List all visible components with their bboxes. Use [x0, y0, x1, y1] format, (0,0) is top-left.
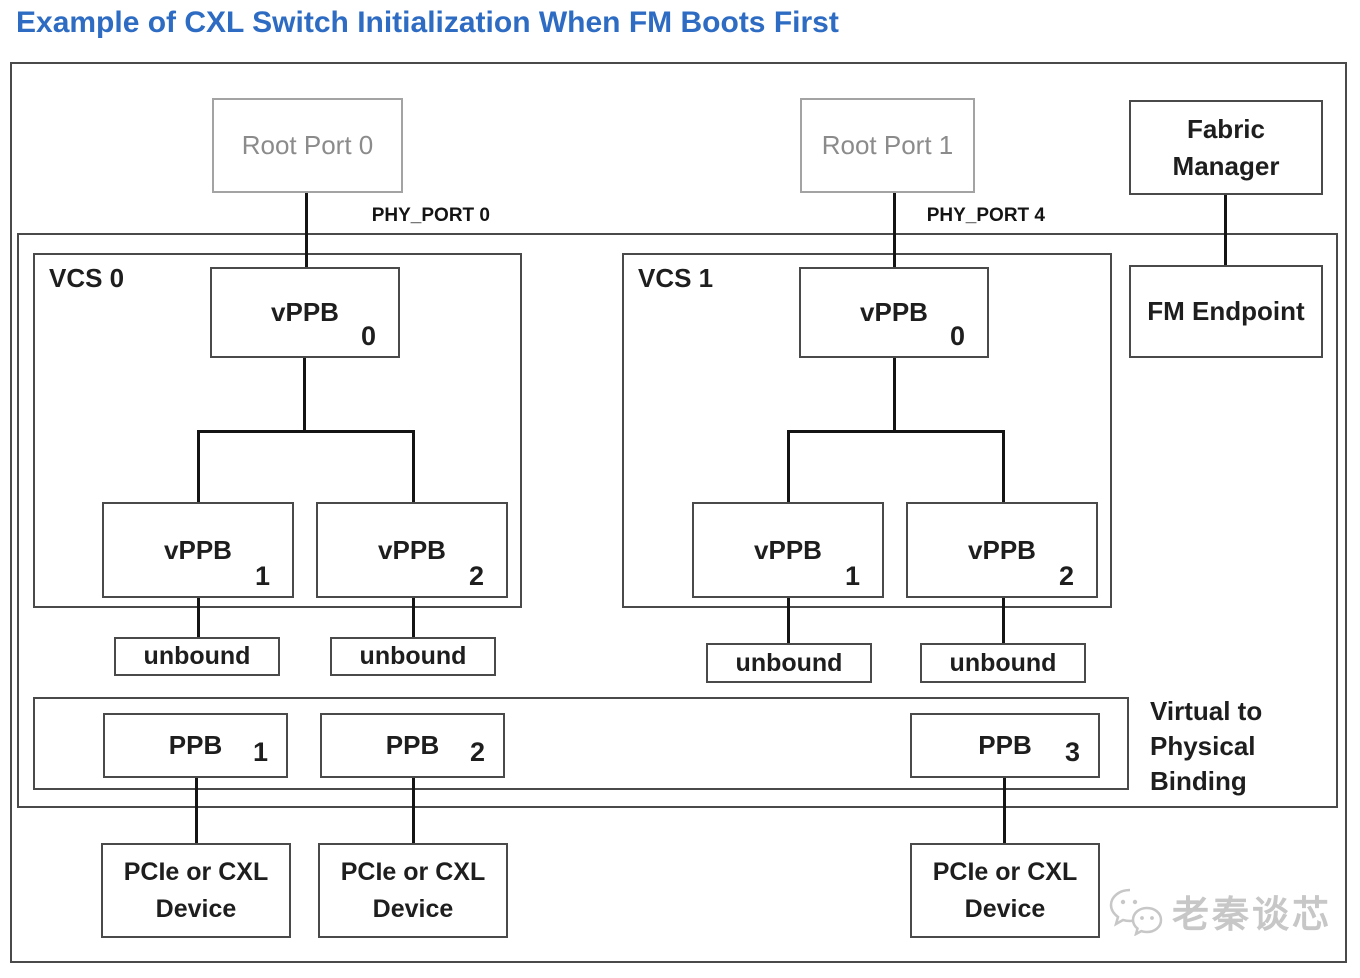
ppb1-box: PPB 1 [103, 713, 288, 778]
device1-box: PCIe or CXL Device [101, 843, 291, 938]
binding-box [33, 697, 1129, 790]
connector-vcs0-split [197, 430, 415, 433]
connector-vcs1-usp-down [893, 358, 896, 432]
connector-vcs1-split [787, 430, 1005, 433]
binding-label: Virtual to Physical Binding [1150, 694, 1262, 799]
connector-rp1-vppb0 [893, 193, 896, 269]
connector-ppb2-device [412, 778, 415, 845]
connector-ppb1-device [195, 778, 198, 845]
connector-vcs0-right-down [412, 430, 415, 504]
ppb2-box: PPB 2 [320, 713, 505, 778]
connector-rp0-vppb0 [305, 193, 308, 269]
wechat-chat-bubbles-icon [1109, 888, 1163, 936]
vppb-number: 2 [468, 561, 484, 591]
vcs1-box: VCS 1 [622, 253, 1112, 608]
vcs0-downstream-vppb1-box: vPPB 1 [102, 502, 294, 598]
fm-endpoint-box: FM Endpoint [1129, 265, 1323, 358]
connector-vppb1-unbound [197, 598, 200, 639]
watermark: 老秦谈芯 [1108, 884, 1332, 938]
ppb-name: PPB [168, 730, 223, 760]
vppb-name: vPPB [754, 534, 822, 565]
connector-vcs0-usp-down [303, 358, 306, 432]
fm-endpoint-label: FM Endpoint [1147, 296, 1305, 326]
vcs1-downstream-vppb1-box: vPPB 1 [692, 502, 884, 598]
device-line2: Device [155, 894, 237, 923]
connector-vcs0-left-down [197, 430, 200, 504]
vppb-name: vPPB [968, 534, 1036, 565]
ppb-name: PPB [978, 730, 1032, 760]
vppb-name: vPPB [860, 297, 928, 327]
unbound-label: unbound [735, 648, 843, 677]
ppb-number: 2 [469, 737, 485, 767]
connector-vcs1-left-down [787, 430, 790, 504]
vppb-number: 2 [1058, 561, 1074, 591]
device-line1: PCIe or CXL [932, 858, 1078, 887]
page-title: Example of CXL Switch Initialization Whe… [16, 6, 839, 39]
unbound-box-4: unbound [920, 643, 1086, 683]
ppb-number: 1 [252, 737, 268, 767]
diagram-outer-frame [10, 62, 1347, 963]
device-line1: PCIe or CXL [340, 858, 486, 887]
connector-fm-endpoint [1224, 195, 1227, 267]
vppb-name: vPPB [378, 534, 446, 565]
vcs1-downstream-vppb2-box: vPPB 2 [906, 502, 1098, 598]
fabric-manager-label: Fabric Manager [1173, 111, 1280, 184]
vcs0-box: VCS 0 [33, 253, 522, 608]
vppb-number: 0 [360, 321, 376, 351]
fabric-manager-line2: Manager [1172, 150, 1280, 181]
unbound-box-1: unbound [114, 637, 280, 676]
vppb-number: 1 [844, 561, 860, 591]
connector-ppb3-device [1003, 778, 1006, 845]
vcs0-label: VCS 0 [49, 263, 125, 293]
device-line2: Device [964, 894, 1046, 923]
binding-label-line2: Physical [1150, 731, 1256, 761]
connector-vppb4-unbound [1002, 598, 1005, 645]
vppb-number: 1 [254, 561, 270, 591]
fabric-manager-line1: Fabric [1186, 114, 1265, 145]
watermark-text: 老秦谈芯 [1172, 894, 1332, 935]
device-label: PCIe or CXL Device [124, 854, 268, 927]
ppb3-box: PPB 3 [910, 713, 1100, 778]
binding-label-line1: Virtual to [1150, 696, 1263, 726]
phy-port-0-label: PHY_PORT 0 [371, 205, 490, 226]
device-label: PCIe or CXL Device [341, 854, 485, 927]
vcs0-upstream-vppb-box: vPPB 0 [210, 267, 400, 358]
binding-label-line3: Binding [1150, 766, 1247, 796]
vppb-name: vPPB [164, 534, 232, 565]
vcs1-label: VCS 1 [638, 263, 714, 293]
connector-vppb3-unbound [787, 598, 790, 645]
vcs1-upstream-vppb-box: vPPB 0 [799, 267, 989, 358]
root-port-0-box: Root Port 0 [212, 98, 403, 193]
device3-box: PCIe or CXL Device [910, 843, 1100, 938]
unbound-label: unbound [359, 642, 467, 670]
device-line1: PCIe or CXL [123, 858, 269, 887]
vcs0-downstream-vppb2-box: vPPB 2 [316, 502, 508, 598]
fabric-manager-box: Fabric Manager [1129, 100, 1323, 195]
root-port-1-label: Root Port 1 [821, 130, 954, 160]
root-port-0-label: Root Port 0 [241, 130, 374, 160]
connector-vppb2-unbound [412, 598, 415, 639]
root-port-1-box: Root Port 1 [800, 98, 975, 193]
vppb-number: 0 [949, 321, 965, 351]
switch-frame [17, 233, 1338, 808]
device-line2: Device [372, 894, 454, 923]
ppb-name: PPB [385, 730, 440, 760]
device2-box: PCIe or CXL Device [318, 843, 508, 938]
unbound-label: unbound [143, 642, 251, 670]
device-label: PCIe or CXL Device [933, 854, 1077, 927]
unbound-box-2: unbound [330, 637, 496, 676]
vppb-name: vPPB [271, 297, 339, 327]
phy-port-4-label: PHY_PORT 4 [926, 205, 1045, 226]
ppb-number: 3 [1064, 737, 1080, 767]
unbound-box-3: unbound [706, 643, 872, 683]
unbound-label: unbound [949, 648, 1057, 677]
connector-vcs1-right-down [1002, 430, 1005, 504]
